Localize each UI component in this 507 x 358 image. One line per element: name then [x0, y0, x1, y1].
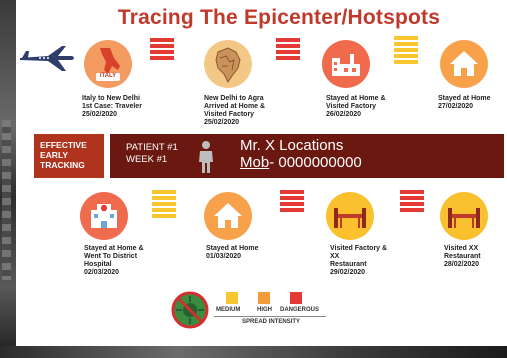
restaurant-circle [440, 192, 488, 240]
hospital-icon [91, 204, 117, 228]
patient-mobile: Mob- 0000000000 [240, 154, 362, 171]
intensity-bars [276, 38, 300, 62]
factory-circle [322, 40, 370, 88]
intensity-bars [280, 190, 304, 214]
italy-map-icon [96, 48, 120, 81]
home-icon [214, 203, 242, 228]
intensity-bars [400, 190, 424, 214]
legend-medium-swatch [226, 292, 238, 304]
patient-locations-heading: Mr. X Locations [240, 137, 344, 154]
home-icon [450, 51, 478, 76]
legend-caption: SPREAD INTENSITY [242, 319, 301, 325]
restaurant-circle [326, 192, 374, 240]
photo-bottom-edge [0, 346, 507, 358]
legend-high-swatch [258, 292, 270, 304]
airplane-icon [20, 46, 74, 71]
india-circle [204, 40, 252, 88]
legend-dangerous-label: DANGEROUS [280, 307, 320, 313]
restaurant-icon [334, 208, 366, 228]
intensity-bars [152, 190, 176, 220]
person-icon [199, 141, 213, 173]
intensity-bars [394, 36, 418, 66]
legend-high-label: HIGH [257, 307, 272, 313]
hospital-circle [80, 192, 128, 240]
restaurant-icon [448, 208, 480, 228]
legend-dangerous-swatch [290, 292, 302, 304]
page-title: Tracing The Epicenter/Hotspots [117, 6, 441, 29]
india-map-icon [215, 47, 241, 83]
home-circle-bottom [204, 192, 252, 240]
intensity-bars [150, 38, 174, 62]
no-virus-icon [171, 291, 209, 329]
home-circle-top [440, 40, 488, 88]
legend-medium-label: MEDIUM [216, 307, 241, 313]
factory-icon [332, 54, 360, 76]
legend-underline [214, 316, 326, 317]
italy-circle: ITALY [84, 40, 132, 88]
italy-badge: ITALY [99, 73, 117, 79]
photo-left-edge [0, 0, 16, 358]
